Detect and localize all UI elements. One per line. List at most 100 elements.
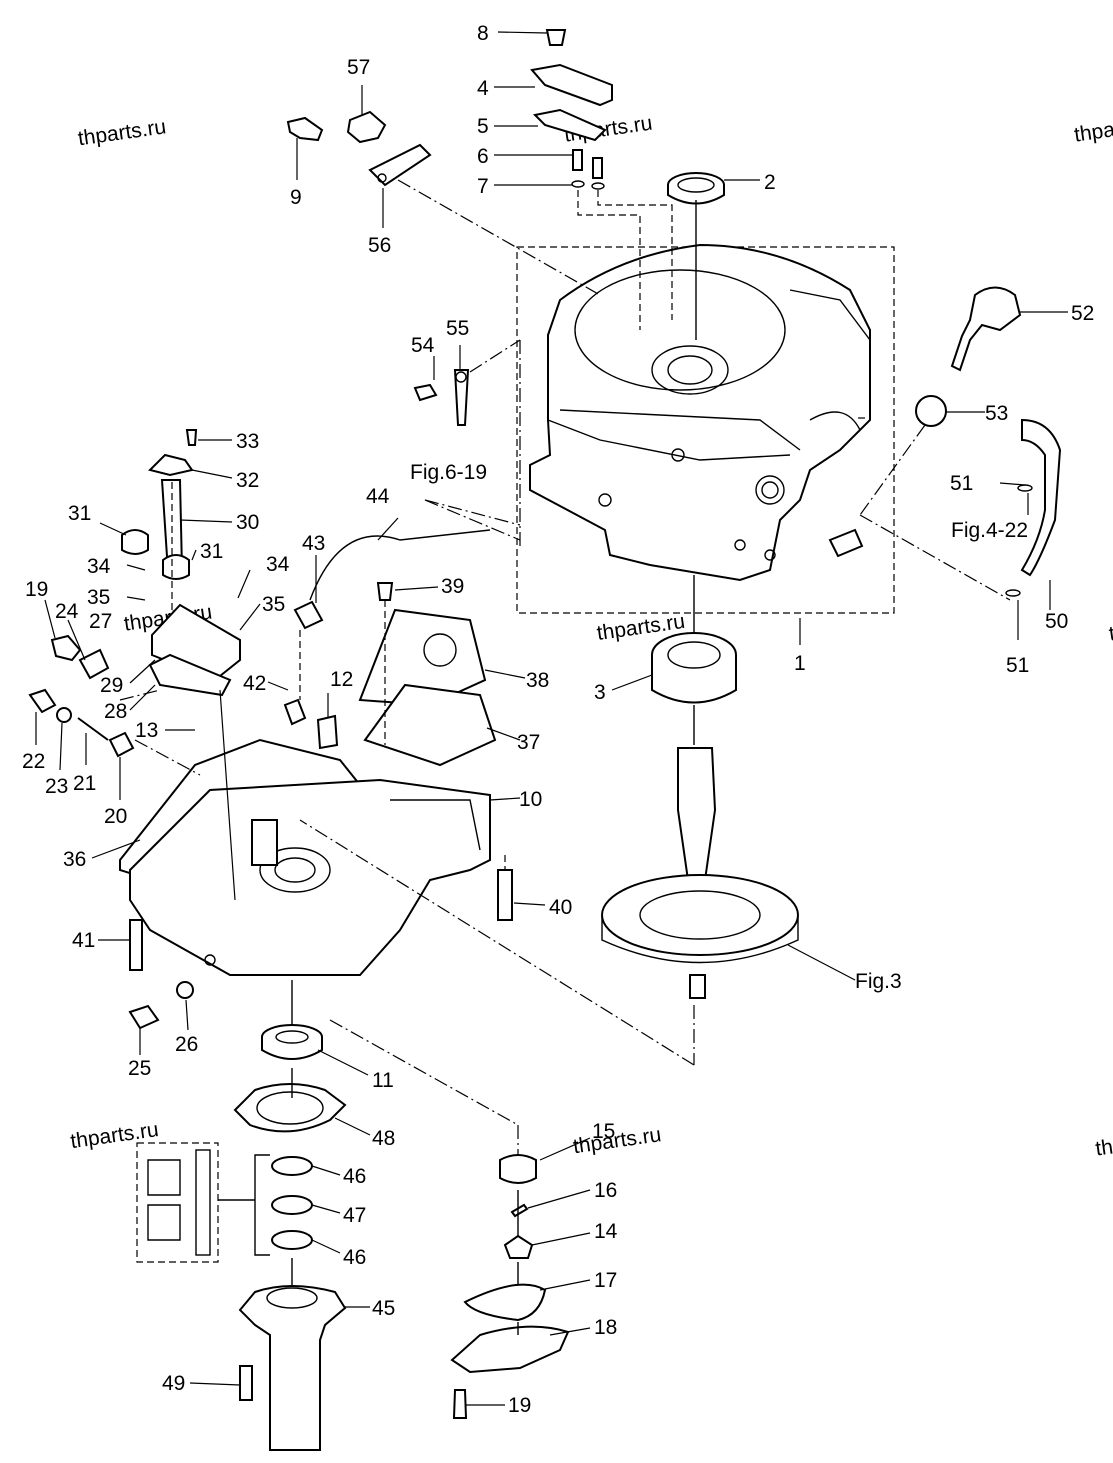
- callout-22: 22: [22, 750, 45, 773]
- callout-57: 57: [347, 56, 370, 79]
- callout-32: 32: [236, 469, 259, 492]
- gasket-28: [148, 653, 232, 697]
- callout-51b: 51: [1006, 654, 1029, 677]
- callout-17: 17: [594, 1269, 617, 1292]
- callout-34b: 34: [266, 553, 290, 576]
- pin-6b: [592, 157, 603, 179]
- o-ring-53: [915, 395, 947, 427]
- callout-25: 25: [128, 1057, 151, 1080]
- crankcase-lower: [119, 738, 491, 976]
- detail-inset: [136, 1142, 219, 1263]
- o-ring-17: [463, 1283, 547, 1322]
- clip-57: [346, 110, 387, 144]
- callout-50: 50: [1045, 610, 1068, 633]
- plug-22: [28, 688, 57, 714]
- washer-46b: [271, 1230, 313, 1250]
- watermark: thparts.ru: [1073, 112, 1113, 147]
- governor-shaft-group: [136, 980, 347, 1451]
- spring-21: [77, 717, 109, 741]
- callout-16: 16: [594, 1179, 617, 1202]
- dipstick-52: [950, 286, 1022, 372]
- callout-11: 11: [372, 1069, 394, 1092]
- bolt-39: [376, 582, 394, 601]
- grommet-43: [293, 600, 324, 630]
- connector-12: [316, 714, 339, 750]
- callout-38: 38: [526, 669, 549, 692]
- callout-35b: 35: [262, 593, 285, 616]
- screw-8: [545, 29, 567, 46]
- leader-lines: [35, 31, 1068, 1406]
- rotor-15: [499, 1154, 537, 1184]
- callout-14: 14: [594, 1220, 618, 1243]
- callout-54: 54: [411, 334, 435, 357]
- callout-56: 56: [368, 234, 391, 257]
- callout-29: 29: [100, 674, 123, 697]
- washer-23: [56, 707, 72, 723]
- callout-44: 44: [366, 485, 390, 508]
- callout-19b: 19: [508, 1394, 531, 1417]
- callout-52: 52: [1071, 302, 1094, 325]
- watermark: thparts.ru: [69, 1118, 160, 1153]
- plate-gasket-group: [358, 582, 497, 767]
- callout-20: 20: [104, 805, 127, 828]
- callout-41: 41: [72, 929, 95, 952]
- camshaft: [601, 747, 799, 999]
- callout-3: 3: [594, 681, 606, 704]
- pin-16: [510, 1203, 529, 1218]
- callout-2: 2: [764, 171, 776, 194]
- switch-42: [283, 698, 307, 726]
- fig-4-22: Fig.4-22: [951, 519, 1028, 542]
- bolt-41: [129, 919, 143, 971]
- callout-36: 36: [63, 848, 86, 871]
- callout-18: 18: [594, 1316, 617, 1339]
- bearing-3: [651, 632, 737, 704]
- relief-valve-group: [28, 634, 135, 758]
- callout-10: 10: [519, 788, 542, 811]
- callout-27: 27: [89, 610, 112, 633]
- case-bolts: [128, 855, 513, 1030]
- bracket-group: [286, 110, 601, 296]
- housing-45: [238, 1285, 347, 1451]
- strap-55: [453, 369, 470, 426]
- callout-28: 28: [104, 700, 127, 723]
- fastener-54-55: [413, 339, 521, 550]
- crankcase-cover: [529, 243, 871, 582]
- hose-50: [1020, 418, 1062, 577]
- callout-23: 23: [45, 775, 68, 798]
- callout-37: 37: [517, 731, 540, 754]
- watermark: thparts.ru: [1107, 611, 1113, 646]
- fig-6-19: Fig.6-19: [410, 461, 487, 484]
- callout-53: 53: [985, 402, 1008, 425]
- sleeve-20: [108, 731, 135, 758]
- gasket-48: [233, 1083, 347, 1133]
- callout-labels: 8 4 5 6 7 2 57 9 56 52 53 54 55 33 32 31…: [22, 22, 1094, 1417]
- callout-39: 39: [441, 575, 464, 598]
- washer-46a: [271, 1156, 313, 1176]
- washer-26: [176, 981, 194, 999]
- callout-8: 8: [477, 22, 489, 45]
- fig-3: Fig.3: [855, 970, 902, 993]
- gasket-37: [363, 683, 497, 767]
- rotor-14: [503, 1234, 534, 1259]
- bracket-56: [368, 143, 432, 187]
- callout-19a: 19: [25, 578, 48, 601]
- watermark: thparts.ru: [77, 115, 168, 150]
- bolt-49: [239, 1365, 253, 1401]
- callout-42: 42: [243, 672, 266, 695]
- callout-12: 12: [330, 668, 353, 691]
- plate-4: [530, 63, 613, 107]
- grommet-31a: [121, 529, 149, 555]
- callout-1: 1: [794, 652, 806, 675]
- oil-seal-2: [667, 172, 725, 205]
- plate-24: [78, 648, 110, 680]
- callout-49: 49: [162, 1372, 185, 1395]
- bolt-9: [286, 116, 324, 142]
- callout-51a: 51: [950, 472, 973, 495]
- callout-45: 45: [372, 1297, 395, 1320]
- bearing-camshaft: [299, 575, 799, 1066]
- callout-47: 47: [343, 1204, 366, 1227]
- callout-48: 48: [372, 1127, 395, 1150]
- gasket-5: [532, 108, 607, 142]
- callout-6: 6: [477, 145, 489, 168]
